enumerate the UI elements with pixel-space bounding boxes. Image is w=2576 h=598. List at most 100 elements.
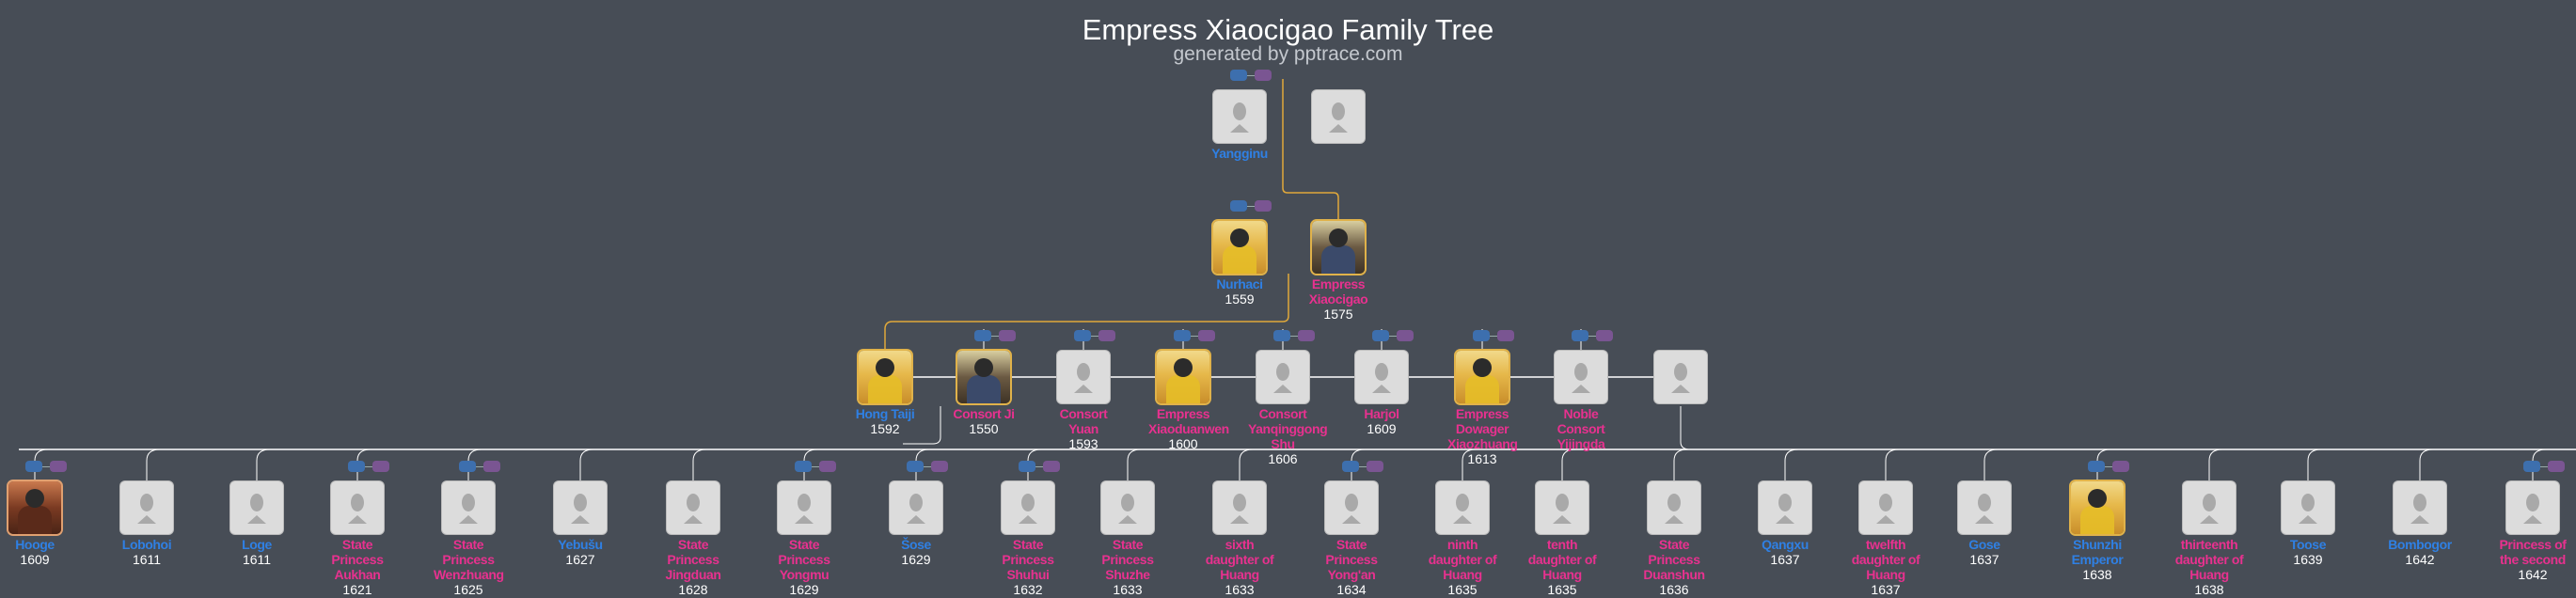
male-spouse-marker-icon[interactable] (1342, 461, 1359, 472)
avatar-placeholder-icon[interactable] (778, 481, 830, 534)
person-name[interactable]: twelfth daughter of Huang (1851, 537, 1920, 582)
male-spouse-marker-icon[interactable] (1019, 461, 1035, 472)
male-spouse-marker-icon[interactable] (1174, 330, 1191, 341)
person-name[interactable]: State Princess Wenzhuang (434, 537, 504, 582)
person-name[interactable]: ninth daughter of Huang (1428, 537, 1497, 582)
male-spouse-marker-icon[interactable] (348, 461, 365, 472)
spouse-toggle[interactable] (2088, 461, 2131, 472)
male-spouse-marker-icon[interactable] (2088, 461, 2105, 472)
avatar-placeholder-icon[interactable] (667, 481, 719, 534)
male-spouse-marker-icon[interactable] (795, 461, 812, 472)
female-spouse-marker-icon[interactable] (999, 330, 1016, 341)
portrait-photo[interactable] (859, 351, 911, 403)
female-spouse-marker-icon[interactable] (1367, 461, 1383, 472)
avatar-placeholder-icon[interactable] (1654, 351, 1707, 403)
spouse-toggle[interactable] (1273, 330, 1317, 341)
avatar-placeholder-icon[interactable] (230, 481, 283, 534)
person-name[interactable]: Empress Dowager Xiaozhuang (1447, 406, 1518, 451)
female-spouse-marker-icon[interactable] (1098, 330, 1115, 341)
spouse-toggle[interactable] (1572, 330, 1615, 341)
person-name[interactable]: Consort Ji (953, 406, 1015, 421)
spouse-toggle[interactable] (1372, 330, 1415, 341)
avatar-placeholder-icon[interactable] (2282, 481, 2334, 534)
female-spouse-marker-icon[interactable] (2548, 461, 2565, 472)
spouse-toggle[interactable] (1342, 461, 1385, 472)
female-spouse-marker-icon[interactable] (1043, 461, 1060, 472)
person-name[interactable]: Šose (901, 537, 931, 552)
spouse-toggle[interactable] (1230, 200, 1273, 212)
portrait-photo[interactable] (2071, 481, 2124, 534)
person-name[interactable]: Princess of the second (2499, 537, 2567, 567)
person-name[interactable]: Noble Consort Yijingda (1557, 406, 1605, 451)
male-spouse-marker-icon[interactable] (2523, 461, 2540, 472)
spouse-toggle[interactable] (1230, 70, 1273, 81)
avatar-placeholder-icon[interactable] (1536, 481, 1588, 534)
avatar-placeholder-icon[interactable] (442, 481, 495, 534)
person-name[interactable]: Toose (2289, 537, 2327, 552)
person-name[interactable]: Harjol (1364, 406, 1399, 421)
person-name[interactable]: State Princess Shuhui (1002, 537, 1054, 582)
male-spouse-marker-icon[interactable] (907, 461, 924, 472)
person-name[interactable]: Qangxu (1762, 537, 1809, 552)
avatar-placeholder-icon[interactable] (1057, 351, 1110, 403)
avatar-placeholder-icon[interactable] (1859, 481, 1912, 534)
portrait-photo[interactable] (1312, 221, 1365, 274)
female-spouse-marker-icon[interactable] (1397, 330, 1414, 341)
male-spouse-marker-icon[interactable] (1230, 200, 1247, 212)
spouse-toggle[interactable] (459, 461, 502, 472)
avatar-placeholder-icon[interactable] (2394, 481, 2446, 534)
female-spouse-marker-icon[interactable] (50, 461, 67, 472)
person-name[interactable]: State Princess Yongmu (778, 537, 830, 582)
female-spouse-marker-icon[interactable] (1596, 330, 1613, 341)
avatar-placeholder-icon[interactable] (1002, 481, 1054, 534)
avatar-placeholder-icon[interactable] (2183, 481, 2236, 534)
avatar-placeholder-icon[interactable] (120, 481, 173, 534)
person-name[interactable]: Loge (242, 537, 272, 552)
female-spouse-marker-icon[interactable] (1255, 200, 1272, 212)
person-name[interactable]: State Princess Yong'an (1325, 537, 1378, 582)
person-name[interactable]: State Princess Jingduan (665, 537, 721, 582)
person-name[interactable]: Gose (1968, 537, 2000, 552)
male-spouse-marker-icon[interactable] (25, 461, 42, 472)
person-name[interactable]: Empress Xiaoduanwen (1148, 406, 1229, 436)
person-node[interactable] (1291, 90, 1385, 146)
spouse-toggle[interactable] (1019, 461, 1062, 472)
male-spouse-marker-icon[interactable] (1473, 330, 1490, 341)
spouse-toggle[interactable] (974, 330, 1018, 341)
spouse-toggle[interactable] (348, 461, 391, 472)
portrait-photo[interactable] (1456, 351, 1509, 403)
female-spouse-marker-icon[interactable] (1255, 70, 1272, 81)
person-name[interactable]: Shunzhi Emperor (2071, 537, 2124, 567)
person-node[interactable]: Yangginu (1193, 90, 1287, 161)
female-spouse-marker-icon[interactable] (2112, 461, 2129, 472)
avatar-placeholder-icon[interactable] (1958, 481, 2011, 534)
avatar-placeholder-icon[interactable] (1101, 481, 1154, 534)
male-spouse-marker-icon[interactable] (1372, 330, 1389, 341)
person-name[interactable]: Yangginu (1211, 146, 1268, 161)
person-name[interactable]: thirteenth daughter of Huang (2174, 537, 2244, 582)
person-name[interactable]: sixth daughter of Huang (1205, 537, 1274, 582)
avatar-placeholder-icon[interactable] (1355, 351, 1408, 403)
avatar-placeholder-icon[interactable] (1325, 481, 1378, 534)
avatar-placeholder-icon[interactable] (554, 481, 607, 534)
spouse-toggle[interactable] (907, 461, 950, 472)
person-name[interactable]: Hooge (15, 537, 55, 552)
female-spouse-marker-icon[interactable] (931, 461, 948, 472)
